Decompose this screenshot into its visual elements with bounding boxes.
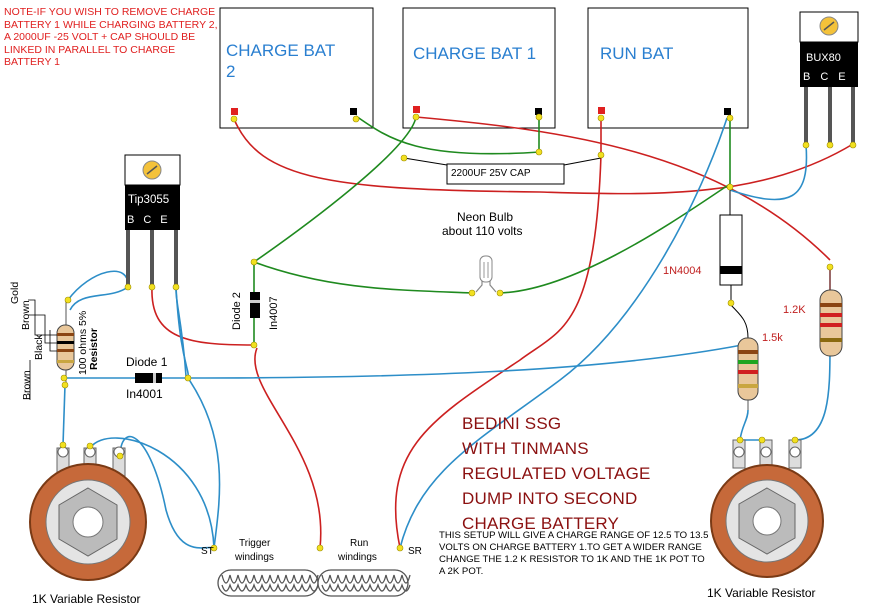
diode-1n4004-label: 1N4004	[663, 265, 702, 277]
charge-bat-1-box	[402, 7, 556, 129]
resistor-1k5-label: 1.5k	[762, 332, 783, 344]
charge-bat-1-positive-terminal	[413, 106, 420, 113]
capacitor-label: 2200UF 25V CAP	[451, 168, 531, 179]
potentiometer-right	[710, 439, 824, 578]
run-coil-start: SR	[408, 546, 422, 557]
tip3055-pins: BCE	[127, 214, 177, 226]
charge-bat-2-positive-terminal	[231, 108, 238, 115]
title-line-5: CHARGE BATTERY	[462, 514, 620, 533]
run-bat-box	[587, 7, 749, 129]
title-line-4: DUMP INTO SECOND	[462, 489, 638, 508]
tip3055-pin-e-label: E	[160, 214, 177, 226]
tip3055-pin-c-label: C	[143, 214, 161, 226]
bux80-pin-e-label: E	[838, 71, 856, 83]
diode-2-body	[250, 292, 260, 318]
charge-bat-2-box	[219, 7, 374, 129]
run-bat-positive-terminal	[598, 107, 605, 114]
diode-2-label: Diode 2	[231, 292, 243, 330]
bux80-pin-b-label: B	[803, 71, 821, 83]
run-coil-label-2: windings	[338, 552, 377, 563]
tip3055-label: Tip3055	[128, 194, 170, 206]
diode-1-label: Diode 1	[126, 355, 168, 369]
neon-bulb	[475, 255, 497, 293]
run-coil-label-1: Run	[350, 538, 369, 549]
diode-1-band	[153, 373, 156, 383]
tip3055-body	[125, 185, 180, 230]
title-line-2: WITH TINMANS	[462, 439, 589, 458]
trigger-coil-label-2: windings	[235, 552, 274, 563]
bux80-label: BUX80	[806, 52, 841, 64]
resistor-1k5	[737, 337, 759, 410]
note-text: NOTE-IF YOU WISH TO REMOVE CHARGE BATTER…	[4, 6, 218, 68]
band-brown-bottom-label: Brown	[21, 370, 33, 400]
title-line-3: REGULATED VOLTAGE	[462, 464, 651, 483]
potentiometer-left	[29, 446, 147, 581]
charge-bat-1-negative-terminal	[535, 108, 542, 115]
resistor-100-ohm	[56, 300, 75, 385]
diode-1-part: In4001	[126, 387, 163, 401]
pot-right-label: 1K Variable Resistor	[707, 586, 816, 600]
resistor-1k2-label: 1.2K	[783, 304, 806, 316]
bux80-pins: BCE	[803, 71, 856, 83]
diode-2-part: In4007	[268, 296, 280, 330]
diode-1n4004-band	[720, 266, 742, 274]
trigger-coil-label-1: Trigger	[239, 538, 271, 549]
band-brown-top-label: Brown	[20, 300, 32, 330]
band-leader-lines	[28, 299, 57, 400]
junction-dots	[59, 113, 857, 552]
bux80-body	[800, 42, 858, 87]
trigger-coil	[217, 569, 319, 597]
diode-2-band	[250, 300, 260, 303]
diode-1-body	[135, 373, 162, 383]
charge-bat-2-negative-terminal	[350, 108, 357, 115]
diode-1n4004-body	[719, 214, 743, 286]
trigger-coil-start: ST	[201, 546, 214, 557]
description-text: THIS SETUP WILL GIVE A CHARGE RANGE OF 1…	[439, 530, 709, 577]
capacitor-box	[446, 163, 565, 185]
red-wires	[151, 116, 854, 549]
run-bat-negative-terminal	[724, 108, 731, 115]
neon-label-2: about 110 volts	[442, 224, 523, 238]
pot-left-label: 1K Variable Resistor	[32, 592, 141, 606]
tip3055-pin-b-label: B	[127, 214, 144, 226]
bux80-pin-c-label: C	[820, 71, 839, 83]
charge-bat-2-label: CHARGE BAT 2	[226, 41, 335, 81]
run-bat-label: RUN BAT	[600, 44, 674, 63]
diagram-title: BEDINI SSG WITH TINMANS REGULATED VOLTAG…	[462, 411, 651, 536]
run-coil	[317, 569, 411, 597]
band-black-label: Black	[33, 334, 45, 360]
green-wires	[253, 114, 731, 345]
resistor-100-label-2: Resistor	[88, 327, 100, 370]
title-line-1: BEDINI SSG	[462, 414, 562, 433]
charge-bat-1-label: CHARGE BAT 1	[413, 44, 537, 63]
neon-label-1: Neon Bulb	[457, 210, 514, 224]
resistor-1k2	[819, 270, 843, 357]
